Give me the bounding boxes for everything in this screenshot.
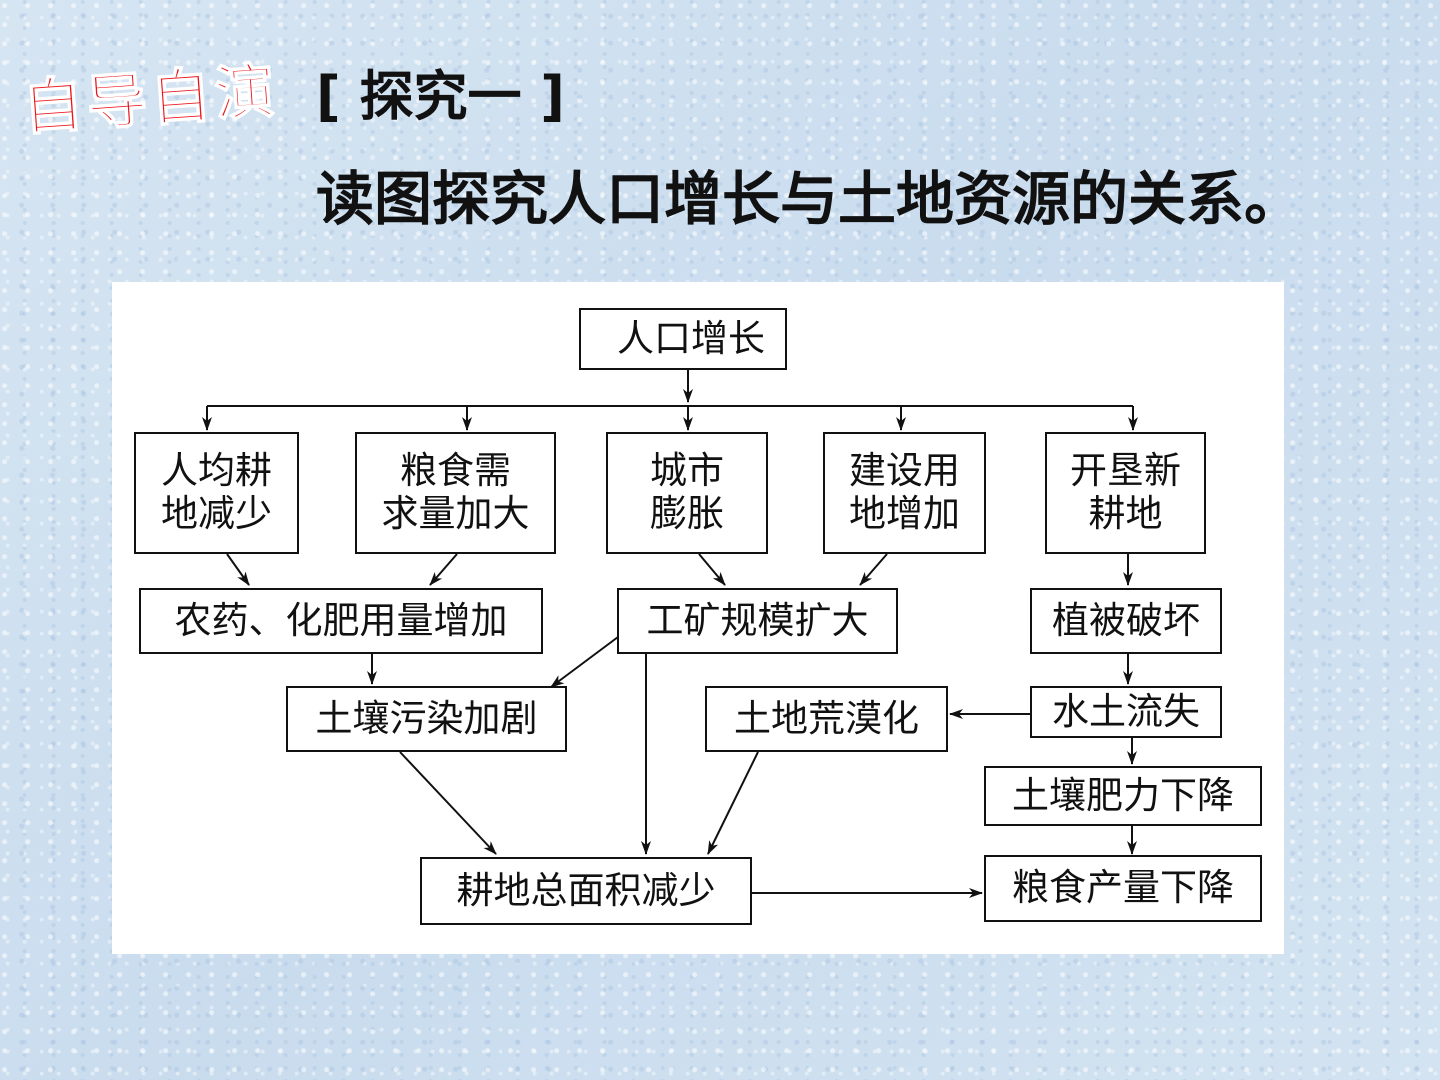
flowchart-arrows [202,370,1138,898]
box-food-demand-increase: 粮食需 求量加大 [355,432,556,554]
arrow-urban-to-industrial [698,553,726,586]
section-heading: [ 探究一 ] [316,65,565,128]
logo-text: 自导自演 [21,56,281,143]
arrow-arable-to-pesticide [226,553,250,586]
box-vegetation-destruction: 植被破坏 [1030,588,1222,654]
box-urban-expansion: 城市 膨胀 [606,432,768,554]
box-reclaim-new-farmland: 开垦新 耕地 [1045,432,1206,554]
arrow-food-to-pesticide [429,553,458,586]
box-industrial-mining-expansion: 工矿规模扩大 [617,588,898,654]
flowchart: 人口增长 人均耕 地减少 粮食需 求量加大 城市 膨胀 建设用 地增加 开垦新 … [112,282,1284,954]
arrow-pollution-to-farmland [399,751,497,855]
arrow-industrial-to-pollution [550,636,619,688]
box-construction-land-increase: 建设用 地增加 [823,432,986,554]
logo-zidao-ziyan: 自导自演 [20,55,282,143]
box-arable-per-capita-decrease: 人均耕 地减少 [134,432,299,554]
box-population-growth: 人口增长 [579,308,787,370]
box-pesticide-fertilizer-increase: 农药、化肥用量增加 [139,588,543,654]
box-grain-output-decline: 粮食产量下降 [984,855,1262,922]
arrow-construction-to-industrial [859,553,888,586]
subtitle: 读图探究人口增长与土地资源的关系。 [316,165,1303,233]
box-land-desertification: 土地荒漠化 [705,686,948,752]
arrow-desertification-to-farmland [707,751,759,855]
box-soil-pollution-worsens: 土壤污染加剧 [286,686,567,752]
box-soil-erosion: 水土流失 [1030,686,1222,738]
box-soil-fertility-decline: 土壤肥力下降 [984,766,1262,826]
box-total-farmland-decrease: 耕地总面积减少 [420,857,752,925]
